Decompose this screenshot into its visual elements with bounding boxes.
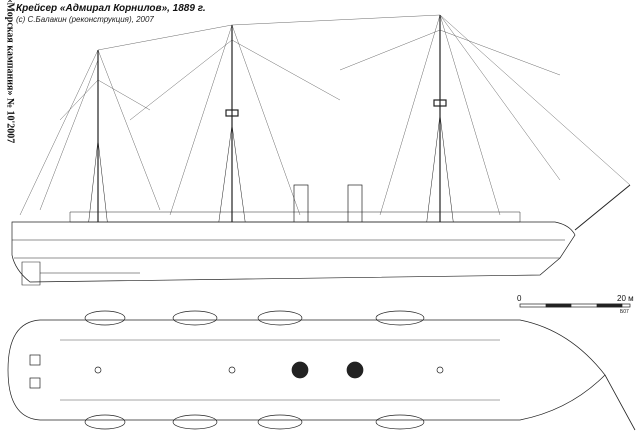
drawing-credit: (c) С.Балакин (реконструкция), 2007: [16, 15, 154, 24]
boats: [84, 310, 425, 430]
scale-bar: [519, 303, 631, 308]
scale-end: 20 м: [617, 294, 634, 303]
funnels: [293, 184, 363, 228]
drawing-title: Крейсер «Адмирал Корнилов», 1889 г.: [16, 3, 206, 14]
scale-note: Б07: [620, 309, 629, 315]
hull-plan: [7, 310, 636, 431]
masts: [87, 15, 455, 229]
rigging: [19, 14, 631, 216]
hull-profile: [11, 184, 631, 286]
scale-start: 0: [517, 294, 522, 303]
